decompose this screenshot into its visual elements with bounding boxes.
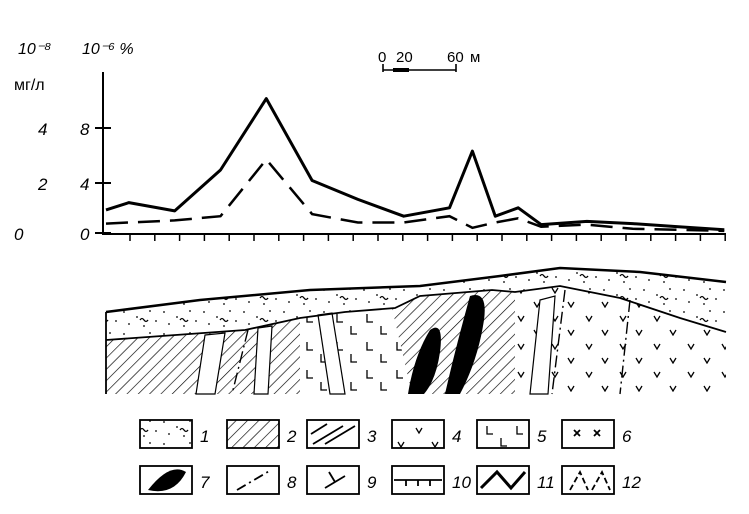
- right-tick-4: 4: [80, 175, 89, 194]
- right-unit-label: 10⁻⁶ %: [82, 41, 134, 58]
- legend-num: 5: [537, 427, 547, 446]
- legend-num: 2: [286, 427, 297, 446]
- legend-item-8: 8: [226, 465, 297, 495]
- legend-item-1: 1: [139, 419, 209, 449]
- legend-num: 7: [200, 473, 210, 492]
- scale-label-20: 20: [396, 49, 413, 66]
- legend-swatch: [139, 419, 193, 449]
- left-unit-label: мг/л: [14, 77, 45, 94]
- scale-label-60: 60: [447, 49, 464, 66]
- legend-item-10: 10: [391, 465, 471, 495]
- scale-label-0: 0: [378, 49, 386, 66]
- legend-num: 9: [367, 473, 377, 492]
- legend-item-2: 2: [226, 419, 297, 449]
- x-baseline: [103, 233, 726, 241]
- legend-swatch: [476, 465, 530, 495]
- series-dashed-line: [105, 157, 725, 233]
- right-tick-0: 0: [80, 225, 90, 244]
- legend-num: 10: [452, 473, 471, 492]
- legend-swatch: [561, 419, 615, 449]
- legend-num: 4: [452, 427, 461, 446]
- legend-num: 3: [367, 427, 377, 446]
- legend-item-11: 11: [476, 465, 555, 495]
- legend-item-5: 5: [476, 419, 547, 449]
- legend-num: 1: [200, 427, 209, 446]
- scale-bar: 0 20 60 м: [378, 49, 480, 72]
- legend-item-12: 12: [561, 465, 641, 495]
- legend-swatch: [391, 419, 445, 449]
- left-tick-0: 0: [14, 225, 24, 244]
- series-solid-line: [105, 97, 725, 232]
- legend-num: 8: [287, 473, 297, 492]
- legend-item-9: 9: [306, 465, 377, 495]
- left-tick-4: 4: [38, 120, 47, 139]
- right-tick-8: 8: [80, 120, 90, 139]
- left-tick-2: 2: [37, 175, 48, 194]
- scale-unit: м: [470, 49, 480, 66]
- cross-section: [105, 266, 727, 395]
- left-unit-exp: 10⁻⁸: [18, 41, 51, 58]
- legend-swatch: [226, 419, 280, 449]
- legend-swatch: [226, 465, 280, 495]
- legend-item-6: 6: [561, 419, 632, 449]
- legend-item-4: 4: [391, 419, 461, 449]
- legend-num: 11: [537, 473, 555, 492]
- legend-num: 6: [622, 427, 632, 446]
- legend-num: 12: [622, 473, 641, 492]
- legend-swatch: [476, 419, 530, 449]
- legend-item-3: 3: [306, 419, 377, 449]
- legend-item-7: 7: [139, 465, 210, 495]
